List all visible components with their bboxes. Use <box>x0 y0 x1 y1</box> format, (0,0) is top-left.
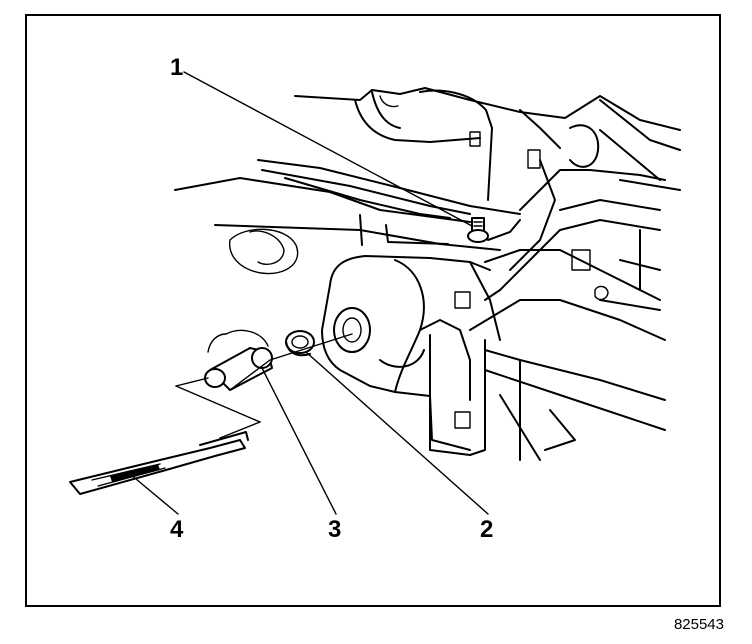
callout-2-label: 2 <box>480 516 494 543</box>
figure-number: 825543 <box>673 616 724 633</box>
fastener-item-1 <box>467 217 521 243</box>
callout-4-label: 4 <box>170 516 184 543</box>
callout-3-label: 3 <box>328 516 342 543</box>
installer-tool-item-4 <box>69 333 353 495</box>
mounting-plate <box>174 159 666 311</box>
bushing-item-2 <box>285 330 315 357</box>
bearing-housing <box>321 255 501 451</box>
frame-box <box>429 159 666 461</box>
sleeve-item-3 <box>204 329 273 391</box>
upper-bracket <box>294 87 681 201</box>
leader-lines <box>129 71 489 515</box>
callout-1-label: 1 <box>170 54 184 81</box>
illustration-frame <box>25 14 721 607</box>
